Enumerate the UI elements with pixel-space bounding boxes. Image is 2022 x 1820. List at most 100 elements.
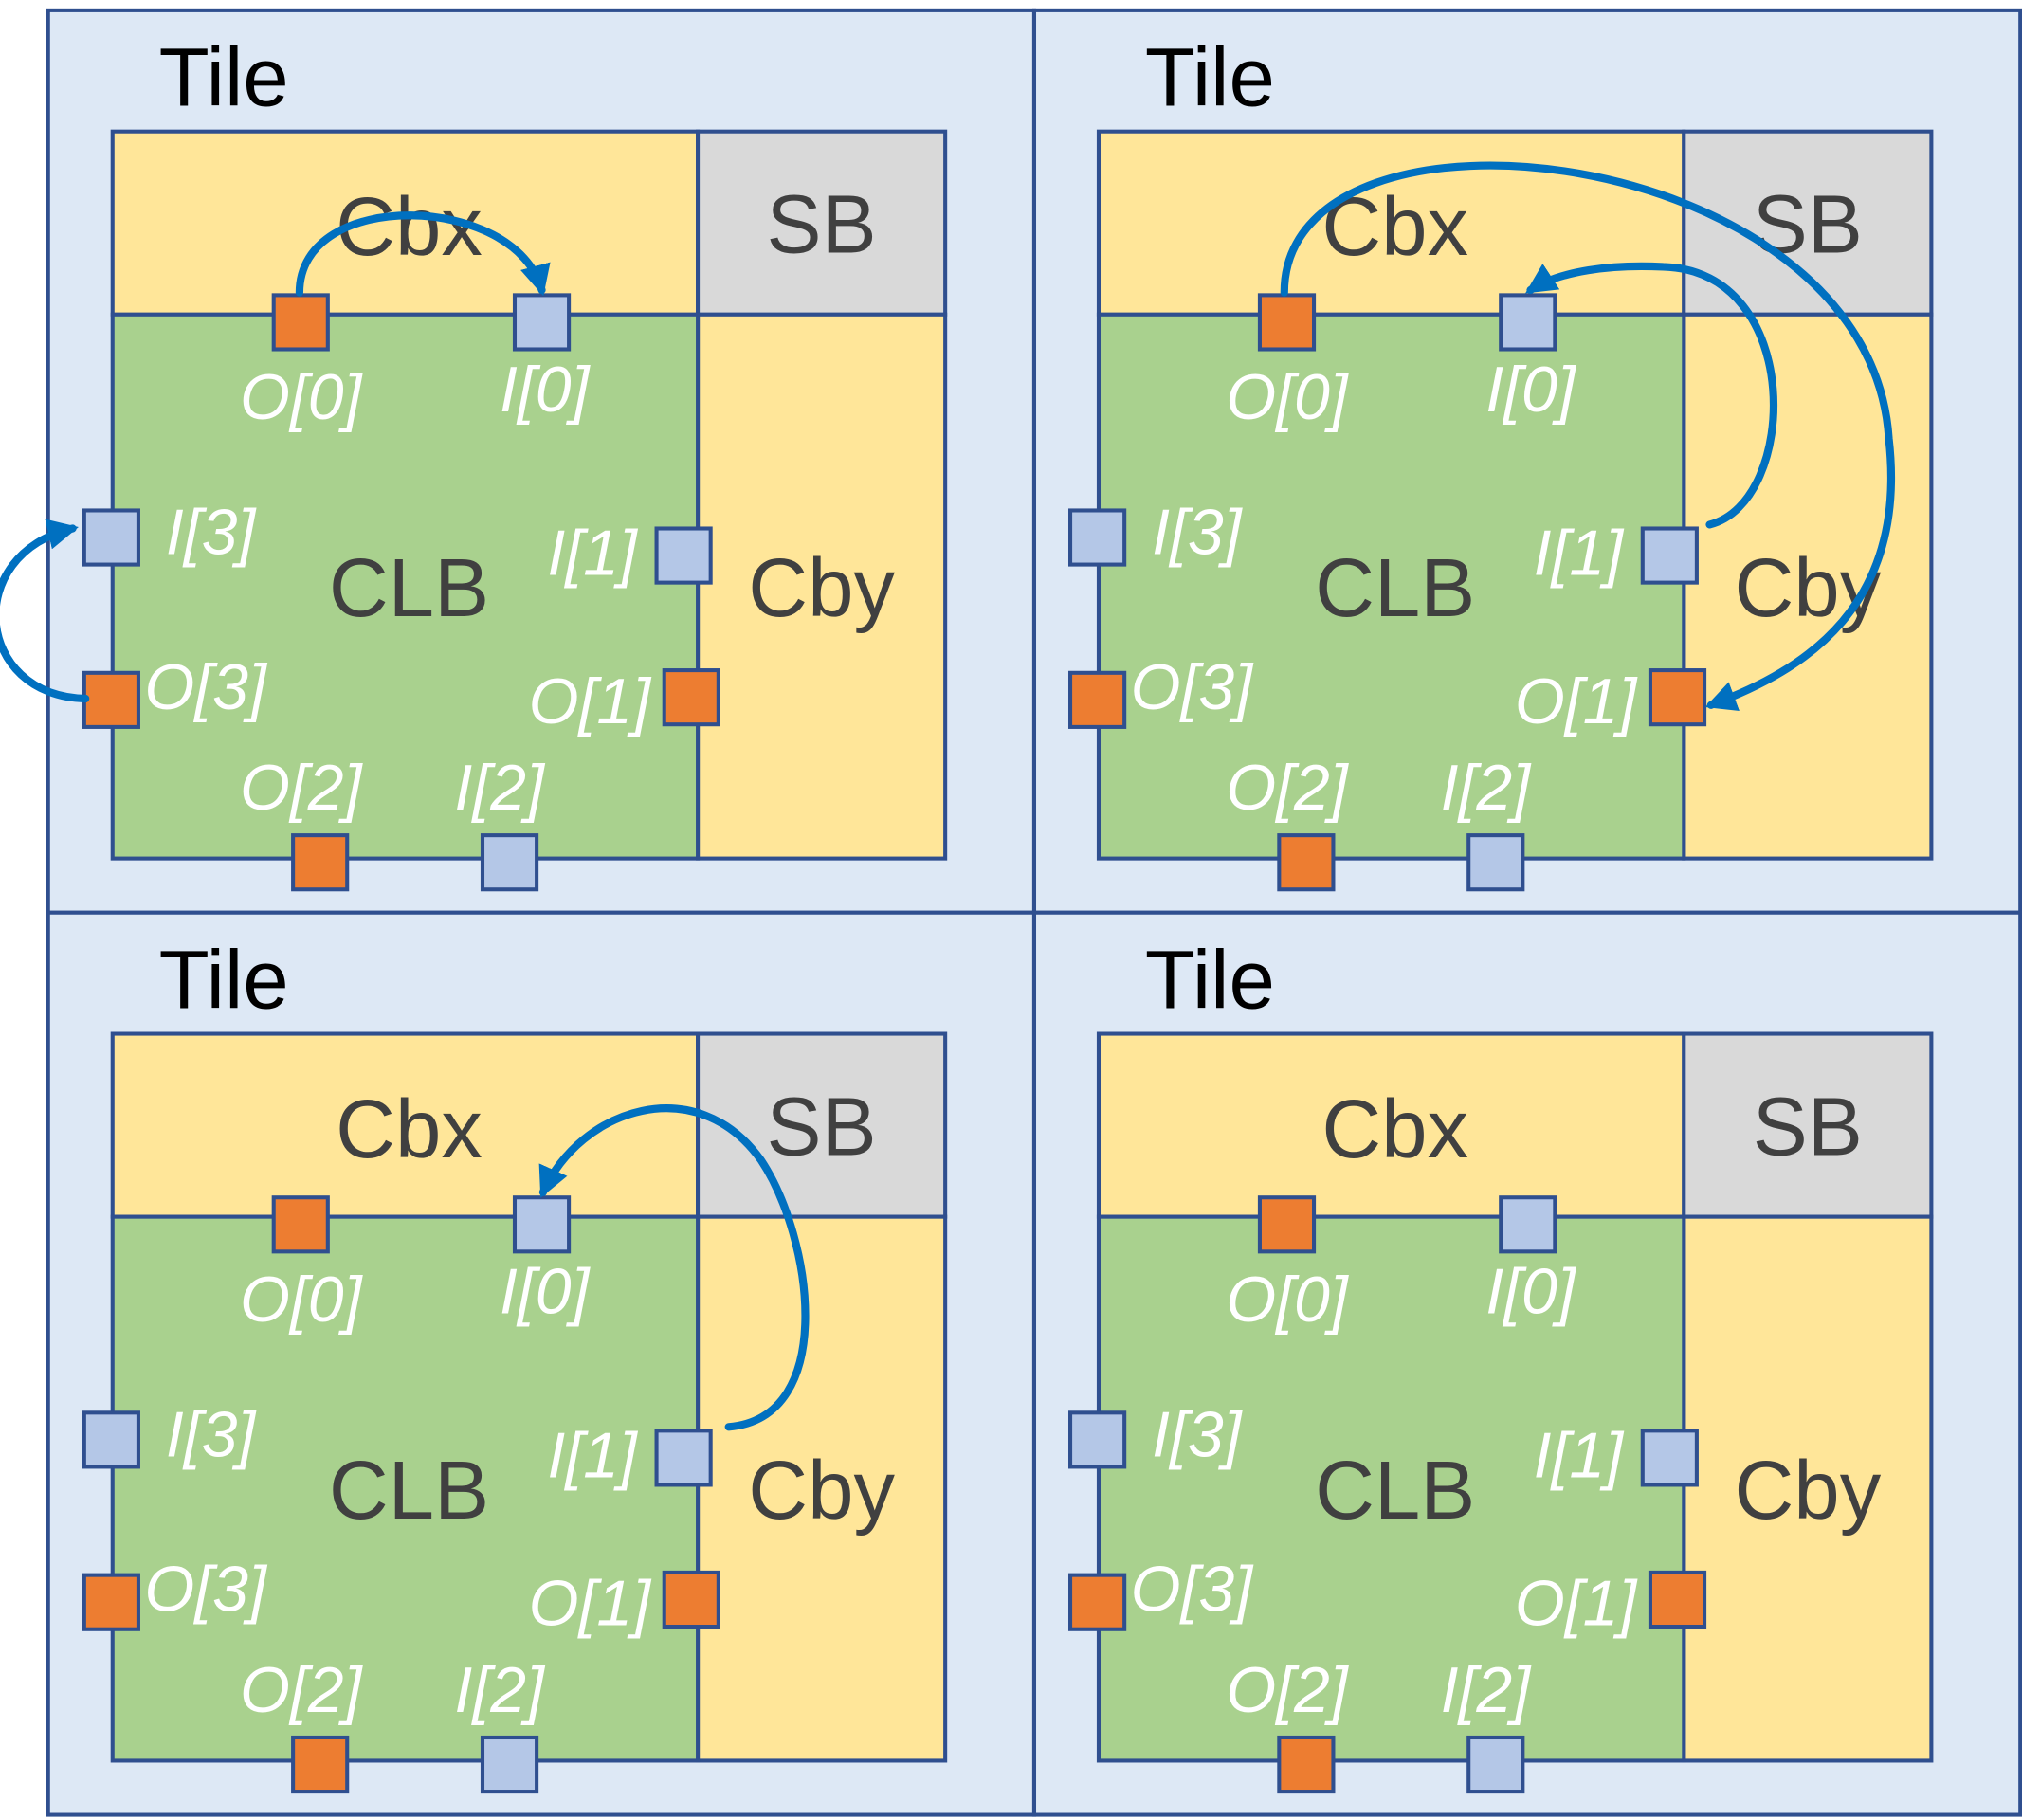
output-pin-o2 xyxy=(1277,1735,1336,1794)
pin-label-o0: O[0] xyxy=(240,1264,364,1336)
pin-label-i0: I[0] xyxy=(500,354,592,426)
output-pin-o2 xyxy=(291,1735,350,1794)
cby-label: Cby xyxy=(1734,542,1881,634)
clb-block xyxy=(110,312,701,861)
input-pin-i2 xyxy=(480,1735,539,1794)
input-pin-i1 xyxy=(654,526,713,585)
route-tile3-i1-to-i0 xyxy=(538,1104,810,1431)
output-pin-o3 xyxy=(1068,1573,1127,1631)
pin-label-o0: O[0] xyxy=(240,361,364,433)
pin-label-i1: I[1] xyxy=(1534,517,1626,589)
pin-label-o1: O[1] xyxy=(529,665,653,737)
pin-label-o3: O[3] xyxy=(1131,1554,1255,1626)
input-pin-i1 xyxy=(1640,1429,1699,1487)
route-tile1-o0-to-i0 xyxy=(295,211,551,297)
clb-label: CLB xyxy=(329,1445,489,1537)
clb-block xyxy=(1096,1214,1686,1763)
cbx-block xyxy=(1096,1031,1686,1219)
clb-block xyxy=(110,1214,701,1763)
pin-label-i2: I[2] xyxy=(1441,1654,1533,1726)
pin-label-i0: I[0] xyxy=(1485,354,1577,426)
input-pin-i0 xyxy=(512,293,572,352)
pin-label-i2: I[2] xyxy=(1441,752,1533,824)
input-pin-i3 xyxy=(1068,1410,1127,1469)
cbx-label: Cbx xyxy=(1321,1083,1468,1175)
pin-label-o2: O[2] xyxy=(240,1654,364,1726)
pin-label-o2: O[2] xyxy=(240,752,364,824)
tile-3: Tile Cbx SB Cby CLB O[0] I[0] I[1] O[1] … xyxy=(46,910,1037,1817)
input-pin-i2 xyxy=(480,833,539,892)
routing-connections xyxy=(0,161,1896,1431)
tile-title: Tile xyxy=(159,934,289,1026)
cby-label: Cby xyxy=(748,542,895,634)
pin-label-i1: I[1] xyxy=(547,517,639,589)
input-pin-i2 xyxy=(1466,1735,1525,1794)
pin-label-i1: I[1] xyxy=(547,1419,639,1491)
input-pin-i1 xyxy=(1640,526,1699,585)
pin-label-o3: O[3] xyxy=(144,1554,268,1626)
clb-block xyxy=(1096,312,1686,861)
sb-label: SB xyxy=(1753,1081,1863,1173)
output-pin-o0 xyxy=(271,293,330,352)
pin-label-o3: O[3] xyxy=(1131,651,1255,723)
input-pin-i3 xyxy=(82,508,140,567)
pin-label-i2: I[2] xyxy=(454,1654,546,1726)
route-tile2-o0-to-o1 xyxy=(1280,161,1896,712)
cby-label: Cby xyxy=(748,1445,895,1537)
cby-block xyxy=(696,312,948,861)
output-pin-o0 xyxy=(271,1195,330,1254)
tile-title: Tile xyxy=(1145,934,1275,1026)
input-pin-i1 xyxy=(654,1429,713,1487)
output-pin-o1 xyxy=(662,1570,720,1629)
pin-label-i3: I[3] xyxy=(1152,497,1244,569)
tile-1: Tile Cbx SB Cby CLB O[0] I[0] I[1] O[1] … xyxy=(46,8,1037,915)
pin-label-o1: O[1] xyxy=(1515,665,1639,737)
cby-block xyxy=(696,1214,948,1763)
sb-label: SB xyxy=(1753,179,1863,271)
pin-label-i2: I[2] xyxy=(454,752,546,824)
pin-label-i3: I[3] xyxy=(166,497,258,569)
cbx-label: Cbx xyxy=(336,1083,483,1175)
input-pin-i3 xyxy=(82,1410,140,1469)
pin-label-i0: I[0] xyxy=(500,1256,592,1328)
route-tile2-i1-to-i0 xyxy=(1525,262,1777,529)
tile-title: Tile xyxy=(1145,32,1275,124)
clb-label: CLB xyxy=(329,542,489,634)
pin-label-o2: O[2] xyxy=(1226,1654,1350,1726)
output-pin-o0 xyxy=(1257,1195,1317,1254)
output-pin-o2 xyxy=(1277,833,1336,892)
output-pin-o3 xyxy=(82,1573,140,1631)
input-pin-i0 xyxy=(1499,293,1557,352)
sb-label: SB xyxy=(767,1081,877,1173)
cbx-block xyxy=(110,129,701,317)
tile-grid: Tile Cbx SB Cby CLB O[0] I[0] I[1] O[1] … xyxy=(46,8,2022,1817)
clb-label: CLB xyxy=(1315,1445,1475,1537)
output-pin-o1 xyxy=(1648,1570,1707,1629)
pin-label-o0: O[0] xyxy=(1226,1264,1350,1336)
pin-label-i1: I[1] xyxy=(1534,1419,1626,1491)
switch-block xyxy=(1682,1031,1934,1219)
switch-block xyxy=(696,129,948,317)
tile-2: Tile Cbx SB Cby CLB O[0] I[0] I[1] O[1] … xyxy=(1031,8,2022,915)
pin-label-o1: O[1] xyxy=(529,1568,653,1640)
pin-label-i3: I[3] xyxy=(166,1399,258,1471)
sb-label: SB xyxy=(767,179,877,271)
input-pin-i2 xyxy=(1466,833,1525,892)
output-pin-o3 xyxy=(82,670,140,729)
output-pin-o1 xyxy=(1648,668,1707,727)
tile-4: Tile Cbx SB Cby CLB O[0] I[0] I[1] O[1] … xyxy=(1031,910,2022,1817)
pin-label-o2: O[2] xyxy=(1226,752,1350,824)
switch-block xyxy=(696,1031,948,1219)
output-pin-o3 xyxy=(1068,670,1127,729)
cby-block xyxy=(1682,1214,1934,1763)
cbx-label: Cbx xyxy=(336,181,483,273)
output-pin-o1 xyxy=(662,668,720,727)
pin-label-o1: O[1] xyxy=(1515,1568,1639,1640)
output-pin-o2 xyxy=(291,833,350,892)
cby-label: Cby xyxy=(1734,1445,1881,1537)
pin-label-i3: I[3] xyxy=(1152,1399,1244,1471)
pin-label-o0: O[0] xyxy=(1226,361,1350,433)
output-pin-o0 xyxy=(1257,293,1317,352)
input-pin-i0 xyxy=(512,1195,572,1254)
